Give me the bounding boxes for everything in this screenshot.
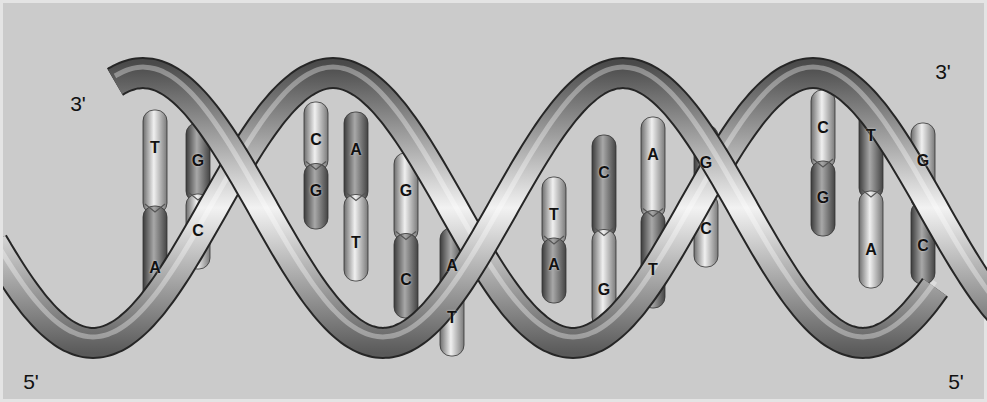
base-letter: T	[447, 310, 457, 326]
base-letter: C	[917, 238, 929, 254]
base-letter: T	[150, 140, 160, 156]
sugar-phosphate-backbone	[115, 67, 935, 343]
base-letter: C	[598, 165, 610, 181]
base-letter: G	[817, 190, 829, 206]
base-letter: C	[817, 120, 829, 136]
base-letter: T	[648, 262, 658, 278]
base-letter: C	[310, 132, 322, 148]
base-pair-cylinder	[344, 112, 368, 281]
base-letter: G	[310, 183, 322, 199]
base-letter: A	[647, 147, 659, 163]
base-letter: T	[549, 207, 559, 223]
hydrogen-bond-notch	[346, 193, 366, 201]
base-letter: C	[700, 221, 712, 237]
strand-end-label: 3'	[70, 93, 86, 114]
strand-end-label: 5'	[23, 371, 39, 392]
strand-end-label: 3'	[935, 61, 951, 82]
base-letter: T	[351, 235, 361, 251]
base-segment	[592, 135, 616, 238]
sugar-phosphate-backbone	[3, 67, 987, 343]
dna-helix-illustration	[3, 3, 987, 402]
base-letter: A	[149, 260, 161, 276]
base-segment	[811, 90, 835, 169]
hydrogen-bond-notch	[306, 162, 326, 170]
base-pair-cylinder	[811, 90, 835, 236]
base-segment	[344, 112, 368, 203]
ribbon-face	[115, 73, 935, 343]
hydrogen-bond-notch	[813, 159, 833, 167]
hydrogen-bond-notch	[145, 204, 165, 212]
ribbon-highlight	[115, 67, 935, 337]
base-segment	[344, 195, 368, 282]
base-letter: G	[917, 153, 929, 169]
base-letter: G	[700, 155, 712, 171]
ribbon-edge	[115, 73, 935, 343]
base-pair-cylinder	[592, 135, 616, 328]
base-letter: C	[400, 272, 412, 288]
hydrogen-bond-notch	[643, 209, 663, 217]
hydrogen-bond-notch	[544, 236, 564, 244]
base-pair-cylinder	[394, 153, 418, 318]
base-segment	[811, 161, 835, 236]
base-pair-cylinder	[304, 102, 328, 229]
base-segment	[143, 110, 167, 214]
hydrogen-bond-notch	[396, 232, 416, 240]
base-segment	[542, 177, 566, 246]
base-pair-cylinder	[542, 177, 566, 303]
base-segment	[542, 238, 566, 303]
base-segment	[859, 191, 883, 288]
base-letter: A	[548, 257, 560, 273]
hydrogen-bond-notch	[594, 228, 614, 236]
base-segment	[641, 117, 665, 219]
base-letter: A	[865, 242, 877, 258]
base-letter: G	[192, 153, 204, 169]
base-segment	[394, 234, 418, 319]
hydrogen-bond-notch	[861, 189, 881, 197]
base-letter: A	[446, 258, 458, 274]
base-letter: T	[866, 128, 876, 144]
strand-end-label: 5'	[948, 371, 964, 392]
base-segment	[304, 164, 328, 230]
base-letter: A	[350, 142, 362, 158]
base-letter: G	[598, 282, 610, 298]
base-letter: G	[400, 183, 412, 199]
base-segment	[304, 102, 328, 172]
base-letter: C	[192, 223, 204, 239]
